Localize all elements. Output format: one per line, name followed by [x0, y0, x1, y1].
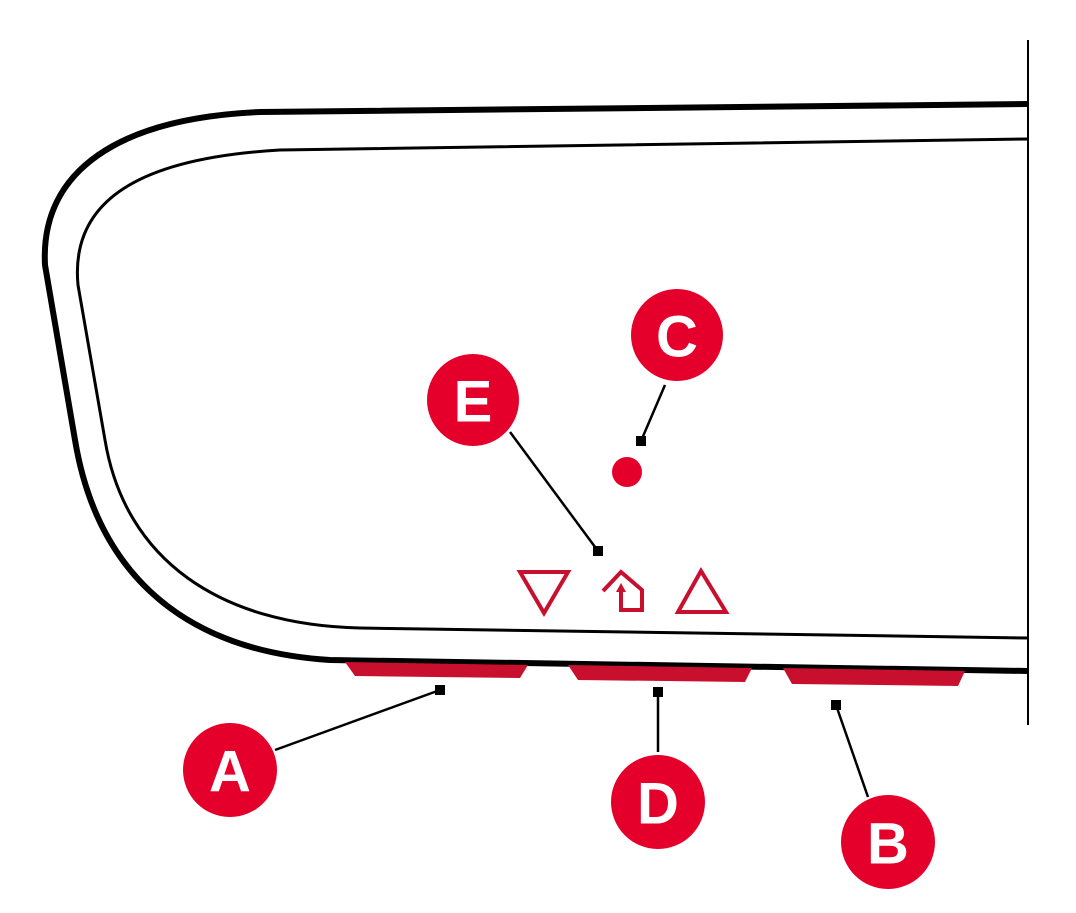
callout-c-label: C: [656, 305, 698, 370]
callout-d-label: D: [637, 772, 679, 837]
callout-e-label: E: [454, 370, 493, 435]
callout-b-label: B: [867, 812, 909, 877]
callout-a: A: [183, 723, 277, 817]
device-outer-outline: [41, 101, 1029, 674]
left-button[interactable]: [345, 662, 528, 678]
callout-e: E: [427, 354, 519, 446]
up-triangle-icon: [674, 567, 730, 614]
down-triangle-icon: [516, 570, 572, 617]
callout-c: C: [631, 289, 723, 381]
middle-button[interactable]: [568, 665, 752, 682]
leader-lines: [274, 384, 870, 798]
right-button[interactable]: [783, 668, 965, 686]
indicator-dot: [612, 457, 642, 487]
callout-a-label: A: [209, 740, 251, 805]
device-inner-outline: [75, 137, 1029, 640]
leader-endpoints: [435, 436, 841, 710]
callout-b: B: [841, 795, 935, 889]
home-icon: [601, 569, 644, 612]
callout-d: D: [611, 755, 705, 849]
